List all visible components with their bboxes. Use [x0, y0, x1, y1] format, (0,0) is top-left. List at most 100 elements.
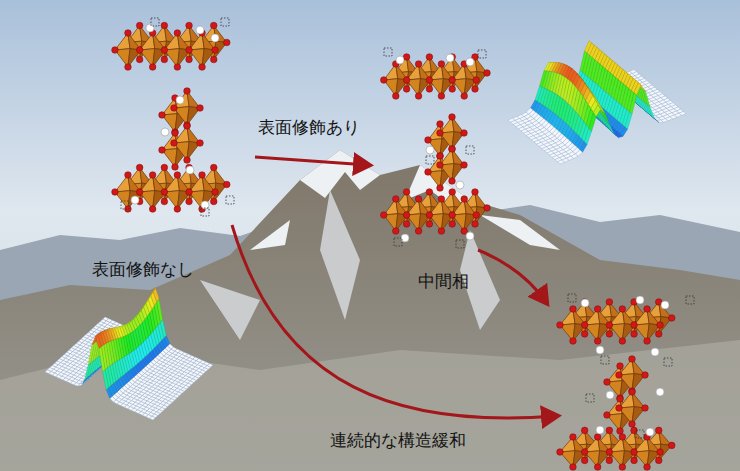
- oxygen-atom: [149, 206, 156, 213]
- oxygen-atom: [426, 54, 433, 61]
- oxygen-atom: [210, 22, 217, 29]
- octahedron: [112, 172, 145, 213]
- oxygen-atom: [159, 147, 166, 154]
- octahedron: [631, 434, 664, 471]
- oxygen-atom: [617, 395, 624, 402]
- vacancy: [586, 394, 594, 402]
- oxygen-atom: [617, 396, 624, 403]
- oxygen-atom: [161, 189, 168, 196]
- oxygen-atom: [557, 449, 564, 456]
- cation: [131, 196, 139, 204]
- oxygen-atom: [668, 315, 675, 322]
- oxygen-atom: [426, 221, 433, 228]
- oxygen-atom: [629, 388, 636, 395]
- oxygen-atom: [642, 405, 649, 412]
- oxygen-atom: [184, 123, 191, 130]
- oxygen-atom: [438, 93, 445, 100]
- foreground: [0, 340, 740, 471]
- oxygen-atom: [570, 464, 577, 471]
- octahedron: [437, 114, 468, 153]
- octahedron: [606, 306, 639, 345]
- octahedron: [449, 196, 480, 235]
- surface-plot: [508, 41, 686, 164]
- oxygen-atom: [581, 449, 588, 456]
- oxygen-atom: [199, 64, 206, 71]
- oxygen-atom: [437, 185, 444, 192]
- oxygen-atom: [655, 457, 662, 464]
- oxygen-atom: [619, 434, 626, 441]
- oxygen-atom: [403, 86, 410, 93]
- oxygen-atom: [415, 93, 422, 100]
- oxygen-atom: [644, 306, 651, 313]
- oxygen-atom: [570, 306, 577, 313]
- oxygen-atom: [606, 427, 613, 434]
- surface-cell: [616, 134, 623, 138]
- oxygen-atom: [393, 196, 400, 203]
- oxygen-atom: [212, 189, 219, 196]
- oxygen-atom: [594, 338, 601, 345]
- octahedron: [403, 61, 434, 100]
- vacancy: [201, 208, 209, 216]
- caption-label: 表面修飾あり: [258, 117, 360, 137]
- octahedron: [631, 306, 664, 345]
- oxygen-atom: [461, 228, 468, 235]
- vacancy: [226, 196, 234, 204]
- oxygen-atom: [161, 198, 168, 205]
- oxygen-atom: [438, 196, 445, 203]
- surface-cell: [99, 347, 105, 372]
- vacancy: [636, 430, 644, 438]
- oxygen-atom: [415, 61, 422, 68]
- oxygen-atom: [125, 30, 132, 37]
- cation: [606, 391, 614, 399]
- oxygen-atom: [461, 93, 468, 100]
- oxygen-atom: [449, 77, 456, 84]
- arrow: [478, 250, 546, 302]
- oxygen-atom: [604, 412, 611, 419]
- oxygen-atom: [438, 61, 445, 68]
- surface-plot: [45, 288, 213, 420]
- surface-cell: [103, 369, 109, 389]
- oxygen-atom: [617, 363, 624, 370]
- oxygen-atom: [210, 56, 217, 63]
- cation: [146, 24, 154, 32]
- oxygen-atom: [210, 198, 217, 205]
- oxygen-atom: [197, 140, 204, 147]
- octahedron: [161, 172, 194, 213]
- oxygen-atom: [136, 56, 143, 63]
- oxygen-atom: [186, 22, 193, 29]
- caption-label: 中間相: [418, 271, 469, 291]
- cation: [581, 299, 589, 307]
- oxygen-atom: [437, 153, 444, 160]
- oxygen-atom: [403, 212, 410, 219]
- oxygen-atom: [484, 205, 491, 212]
- mountain: [0, 150, 740, 471]
- surface-cell: [85, 363, 91, 380]
- vacancy: [151, 18, 159, 26]
- cation: [186, 166, 194, 174]
- arrow: [255, 157, 368, 165]
- oxygen-atom: [381, 212, 388, 219]
- oxygen-atom: [426, 86, 433, 93]
- oxygen-atom: [403, 54, 410, 61]
- oxygen-atom: [403, 77, 410, 84]
- octahedron: [161, 30, 194, 71]
- oxygen-atom: [644, 338, 651, 345]
- oxygen-atom: [655, 427, 662, 434]
- oxygen-atom: [472, 189, 479, 196]
- oxygen-atom: [212, 47, 219, 54]
- oxygen-atom: [606, 331, 613, 338]
- snow: [250, 150, 560, 250]
- oxygen-atom: [461, 196, 468, 203]
- cation: [636, 296, 644, 304]
- oxygen-atom: [199, 172, 206, 179]
- surface-cell: [634, 83, 641, 96]
- oxygen-atom: [186, 56, 193, 63]
- oxygen-atom: [449, 178, 456, 185]
- surface-cell: [557, 160, 564, 164]
- surface-cell: [647, 105, 654, 119]
- cation: [401, 234, 409, 242]
- oxygen-atom: [631, 331, 638, 338]
- oxygen-atom: [161, 164, 168, 171]
- oxygen-atom: [619, 338, 626, 345]
